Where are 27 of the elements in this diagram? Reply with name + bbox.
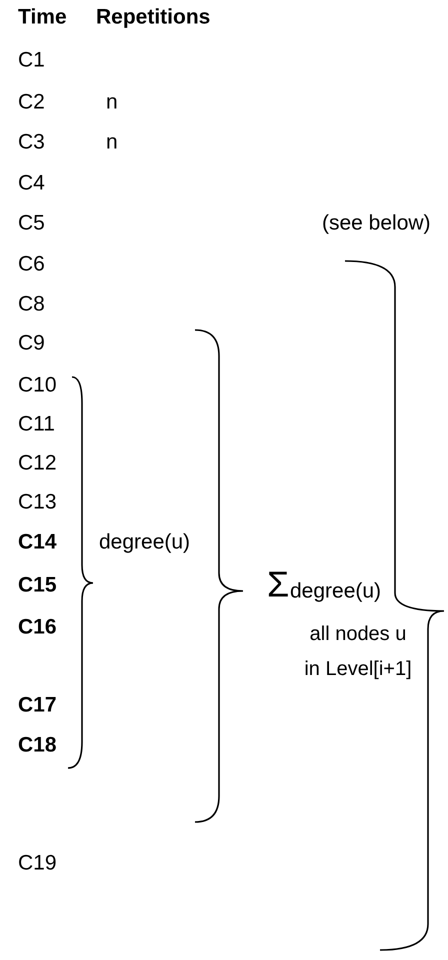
step-label: C11 [18,412,55,438]
step-label: C19 [18,850,57,877]
column-header: Time [18,4,67,31]
step-label: C6 [18,252,45,278]
column-header: Repetitions [96,4,210,31]
repetition-count: n [106,90,118,116]
repetition-formula: degree(u) [290,578,382,605]
step-label: C3 [18,130,45,156]
step-label: C13 [18,490,57,516]
step-label: C14 [18,530,57,556]
step-label: C4 [18,170,45,197]
repetition-formula: degree(u) [99,530,190,556]
step-label: C1 [18,48,45,74]
step-label: C5 [18,210,45,237]
note: (see below) [322,210,431,237]
sum-range: all nodes u in Level[i+1] [303,622,413,682]
step-label: C17 [18,692,57,719]
step-label: C8 [18,292,45,318]
step-label: C15 [18,572,57,599]
step-label: C2 [18,90,45,116]
step-label: C10 [18,372,57,399]
step-label: C9 [18,330,45,357]
step-label: C16 [18,614,57,641]
step-label: C12 [18,450,57,477]
repetition-count: n [106,130,118,156]
sum-symbol: Σ [267,562,290,606]
step-label: C18 [18,732,57,759]
